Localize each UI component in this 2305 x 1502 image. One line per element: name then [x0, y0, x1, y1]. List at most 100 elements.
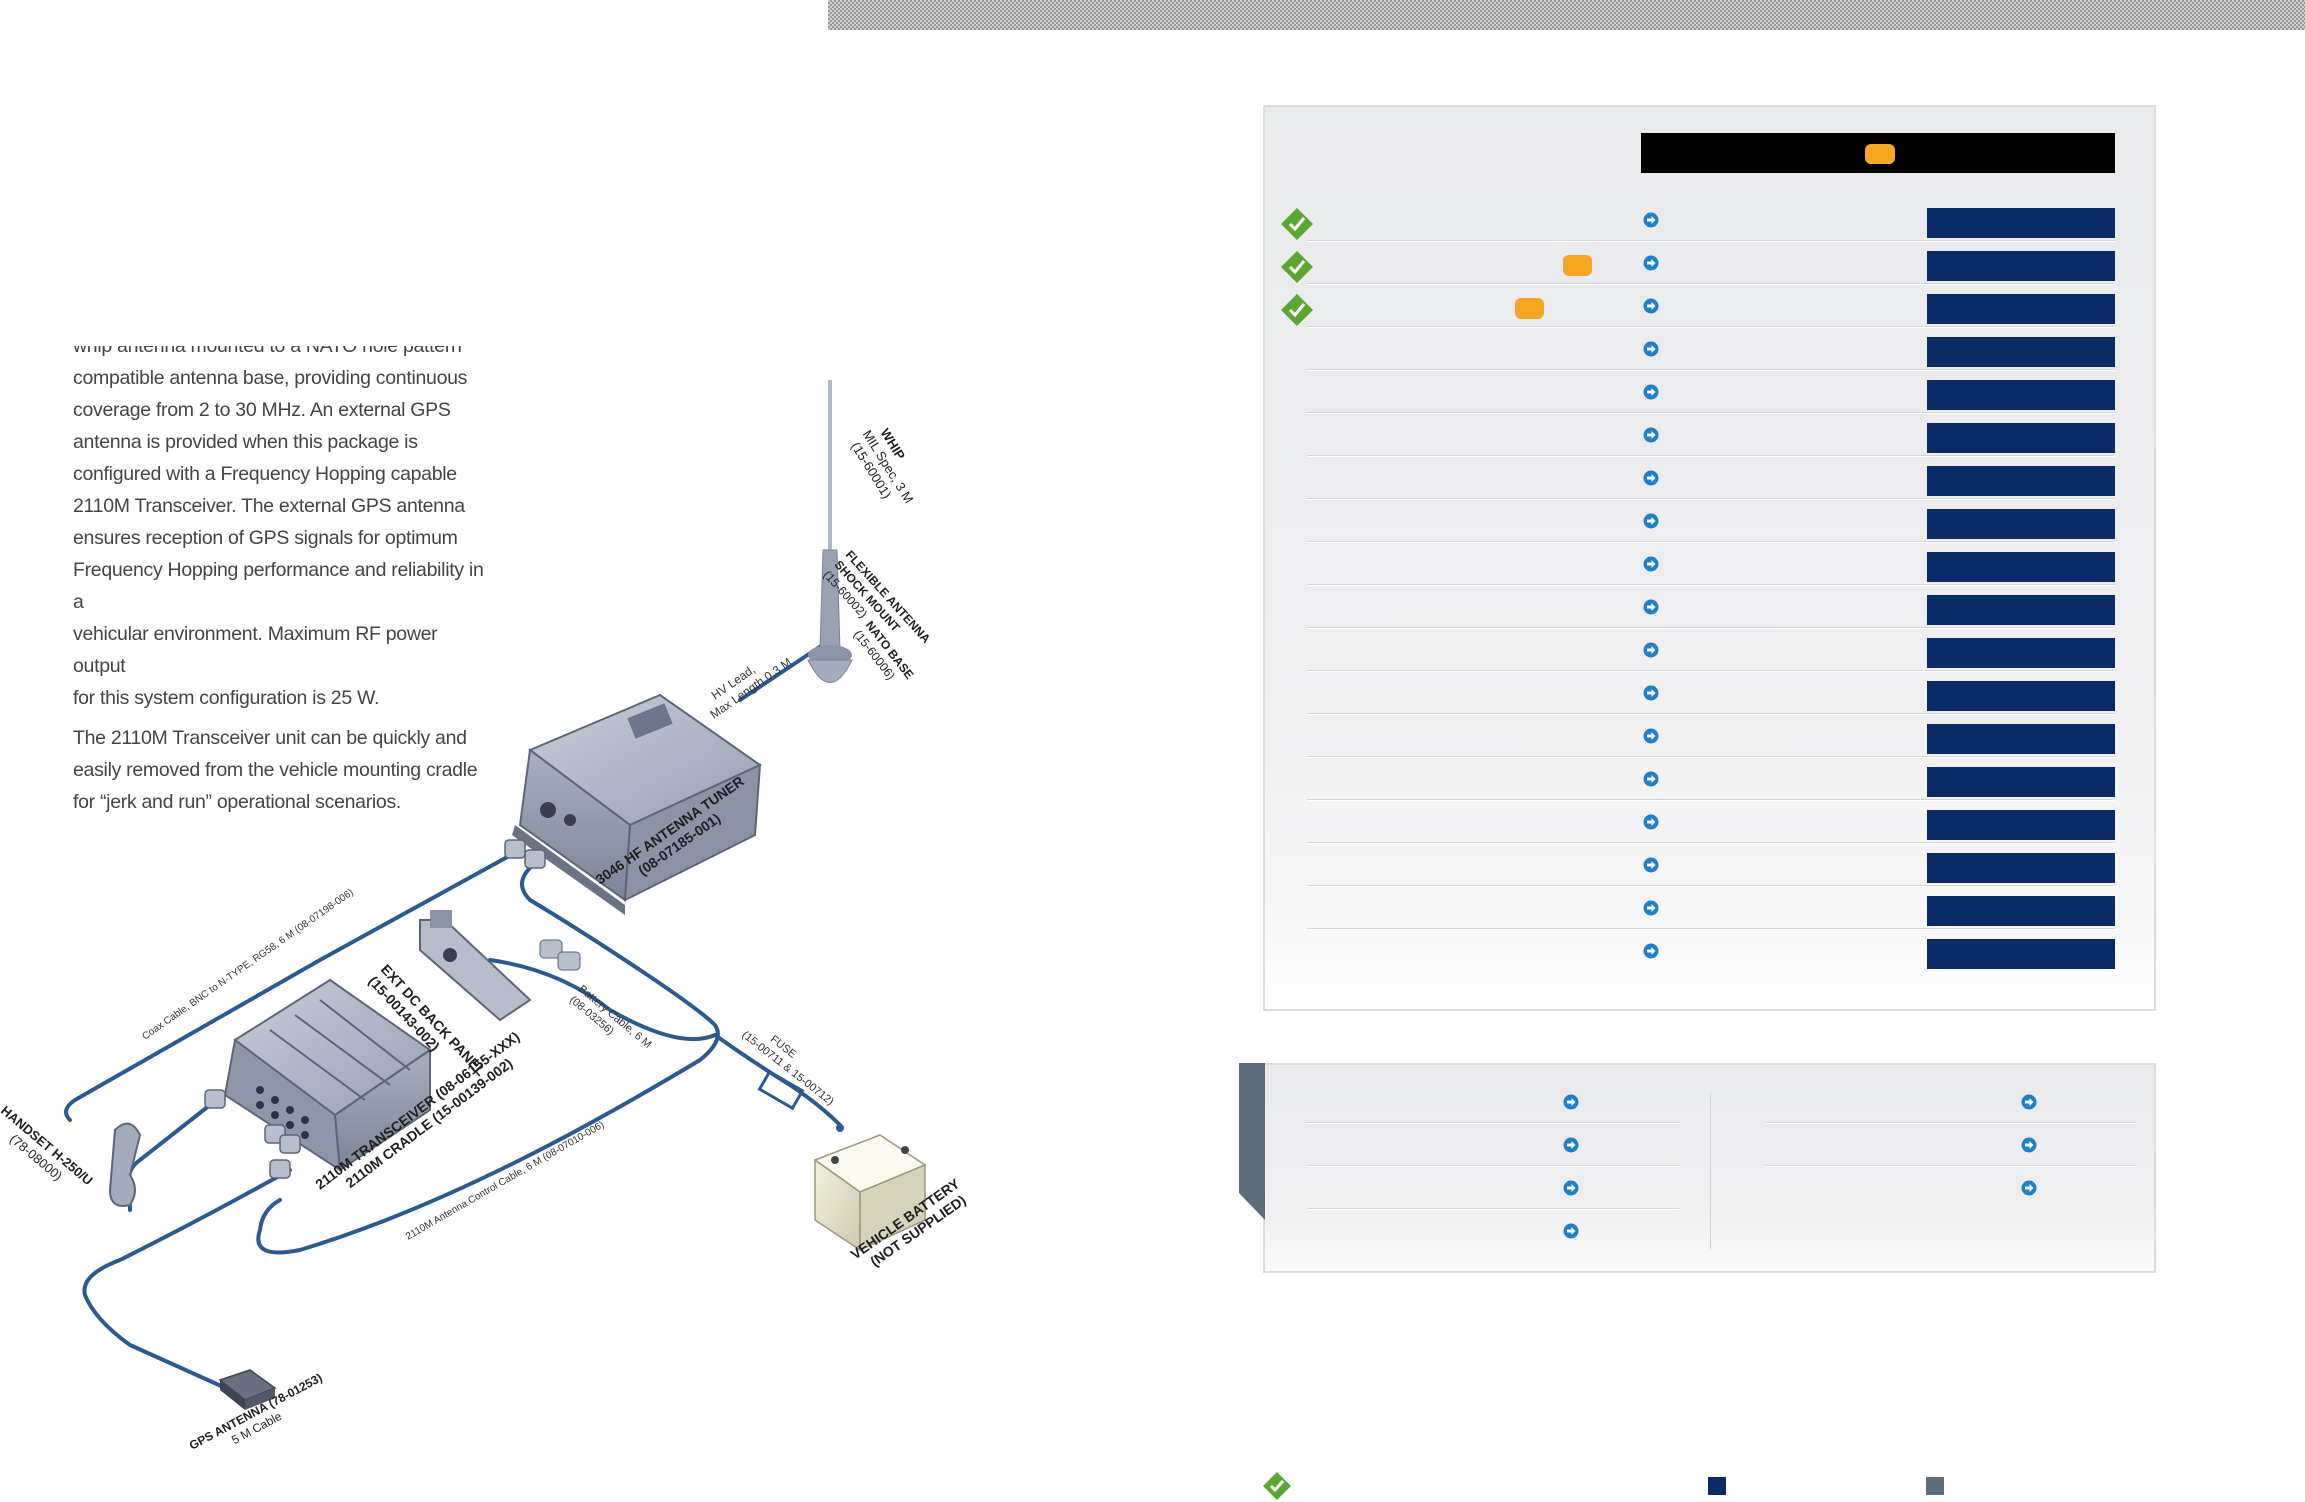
tuner-connectors	[504, 839, 546, 869]
column-divider	[1710, 1093, 1711, 1249]
svg-text:HV Lead, Max Length 0.3: HV Lead, Max Length 0.3 M	[699, 643, 794, 722]
table-row	[1307, 543, 2115, 586]
arrow-right-icon	[1643, 943, 1659, 959]
gps-antenna	[218, 1369, 277, 1410]
value-bar	[1927, 552, 2115, 582]
transceiver-connectors	[204, 1089, 301, 1179]
table-row	[1307, 457, 2115, 500]
table-row	[1307, 758, 2115, 801]
list-item	[1307, 1167, 1679, 1210]
arrow-right-icon	[1643, 384, 1659, 400]
table-row	[1307, 887, 2115, 930]
arrow-right-icon	[2021, 1180, 2037, 1196]
value-bar	[1927, 810, 2115, 840]
arrow-right-icon	[1643, 556, 1659, 572]
value-bar	[1927, 251, 2115, 281]
transceiver-unit	[223, 978, 432, 1172]
installation-diagram: WHIP MIL Spec, 3 M (15-60001) FLEXIBLE A…	[0, 380, 969, 1453]
back-panel	[419, 910, 581, 1022]
arrow-right-icon	[1643, 470, 1659, 486]
whip-antenna	[807, 380, 853, 683]
svg-text:2110M Antenna Control Cable, 6: 2110M Antenna Control Cable, 6 M (08-070…	[404, 1119, 606, 1242]
list-item	[1307, 1081, 1679, 1124]
arrow-right-icon	[2021, 1094, 2037, 1110]
arrow-right-icon	[1643, 728, 1659, 744]
arrow-right-icon	[1563, 1094, 1579, 1110]
value-bar	[1927, 509, 2115, 539]
arrow-right-icon	[1643, 341, 1659, 357]
legend-grey-swatch	[1926, 1477, 1944, 1495]
arrow-right-icon	[1643, 255, 1659, 271]
spec-panel	[1263, 105, 2156, 1011]
arrow-right-icon	[1643, 814, 1659, 830]
arrow-right-icon	[2021, 1137, 2037, 1153]
legend-check-diamond-icon	[1263, 1472, 1291, 1500]
arrow-right-icon	[1643, 599, 1659, 615]
list-item	[1307, 1210, 1679, 1253]
value-bar	[1927, 337, 2115, 367]
arrow-right-icon	[1643, 298, 1659, 314]
handset	[108, 1122, 142, 1207]
diagram-labels: WHIP MIL Spec, 3 M (15-60001) FLEXIBLE A…	[0, 419, 969, 1453]
description-text: whip antenna mounted to a NATO hole patt…	[73, 346, 493, 826]
header-pattern-band	[828, 0, 2305, 30]
value-bar	[1927, 681, 2115, 711]
arrow-right-icon	[1643, 642, 1659, 658]
arrow-right-icon	[1643, 857, 1659, 873]
list-item	[1765, 1167, 2137, 1210]
list-item	[1307, 1124, 1679, 1167]
table-row	[1307, 672, 2115, 715]
header-orange-badge	[1865, 144, 1895, 164]
value-bar	[1927, 466, 2115, 496]
arrow-right-icon	[1643, 212, 1659, 228]
check-diamond-icon	[1281, 251, 1313, 283]
value-bar	[1927, 294, 2115, 324]
arrow-right-icon	[1643, 900, 1659, 916]
value-bar	[1927, 939, 2115, 969]
value-bar	[1927, 208, 2115, 238]
orange-badge	[1563, 255, 1592, 276]
value-bar	[1927, 638, 2115, 668]
arrow-right-icon	[1643, 771, 1659, 787]
panel-side-tab	[1239, 1063, 1265, 1220]
fuse	[757, 1069, 844, 1132]
panel-header-bar	[1641, 133, 2115, 173]
legend-navy-swatch	[1708, 1477, 1726, 1495]
list-item	[1765, 1124, 2137, 1167]
value-bar	[1927, 423, 2115, 453]
table-row	[1281, 199, 2115, 242]
options-panel	[1239, 1063, 2156, 1273]
table-row	[1307, 414, 2115, 457]
antenna-tuner-box	[512, 693, 762, 915]
svg-text:HANDSET H-250/U (78-0800: HANDSET H-250/U (78-08000)	[0, 1103, 98, 1203]
description-paragraph-1: compatible antenna base, providing conti…	[73, 367, 484, 709]
value-bar	[1927, 595, 2115, 625]
svg-text:WHIP MIL Spec, 3 M: WHIP MIL Spec, 3 M (15-60001)	[846, 419, 932, 518]
vehicle-battery	[813, 1134, 927, 1252]
arrow-right-icon	[1643, 513, 1659, 529]
table-row	[1281, 242, 2115, 285]
list-item	[1765, 1081, 2137, 1124]
value-bar	[1927, 853, 2115, 883]
table-row	[1307, 586, 2115, 629]
arrow-right-icon	[1643, 427, 1659, 443]
arrow-right-icon	[1563, 1137, 1579, 1153]
orange-badge	[1515, 298, 1544, 319]
table-row	[1307, 930, 2115, 973]
check-diamond-icon	[1281, 208, 1313, 240]
table-row	[1307, 371, 2115, 414]
arrow-right-icon	[1643, 685, 1659, 701]
table-row	[1307, 801, 2115, 844]
value-bar	[1927, 724, 2115, 754]
check-diamond-icon	[1281, 294, 1313, 326]
table-row	[1307, 844, 2115, 887]
value-bar	[1927, 896, 2115, 926]
arrow-right-icon	[1563, 1223, 1579, 1239]
table-row	[1307, 500, 2115, 543]
table-row	[1307, 629, 2115, 672]
value-bar	[1927, 767, 2115, 797]
value-bar	[1927, 380, 2115, 410]
arrow-right-icon	[1563, 1180, 1579, 1196]
cut-off-line: whip antenna mounted to a NATO hole patt…	[73, 346, 462, 357]
table-row	[1307, 328, 2115, 371]
